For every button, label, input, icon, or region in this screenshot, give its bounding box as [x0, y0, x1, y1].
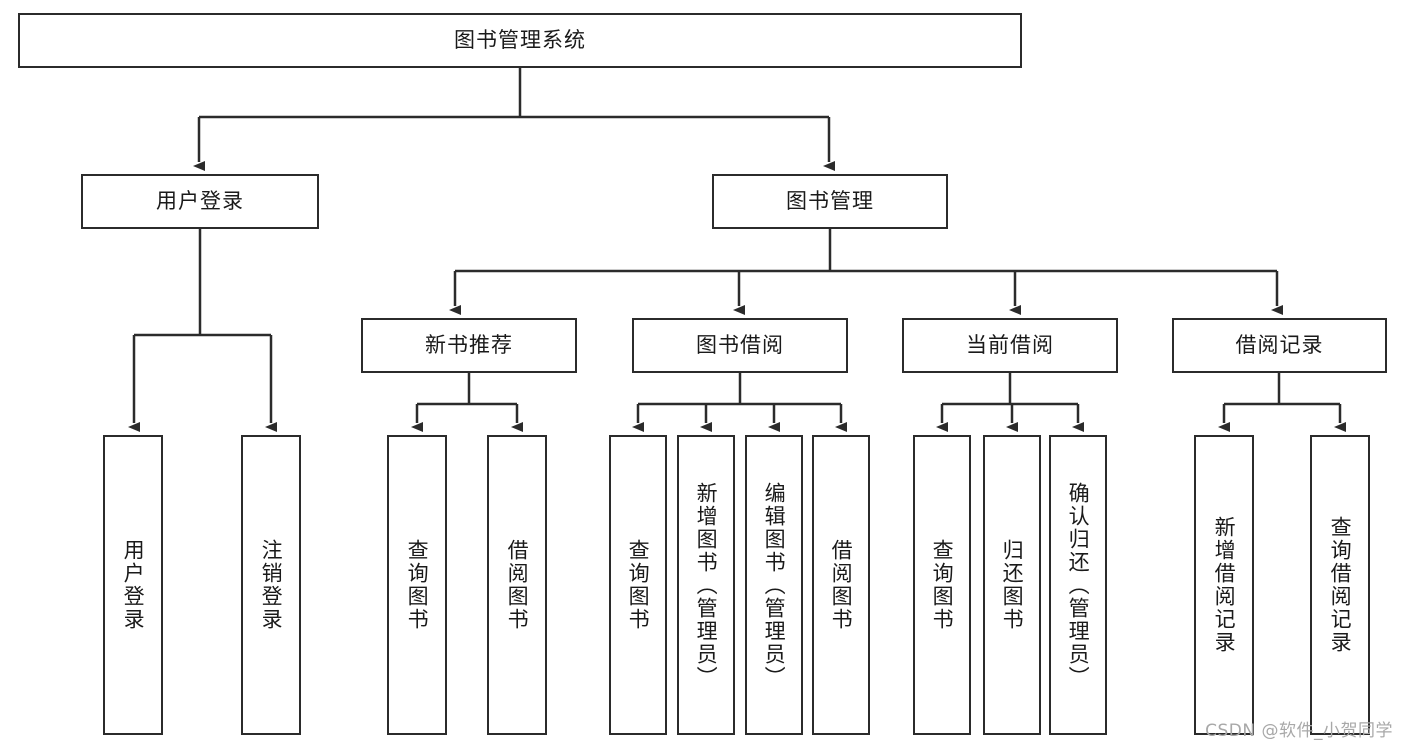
node-book-manage-label: 图书管理 [786, 188, 874, 213]
node-root-label: 图书管理系统 [454, 27, 586, 52]
node-leaf-query-book-borrow-label: 查询图书 [626, 539, 651, 631]
node-leaf-borrow-book-recommend-label: 借阅图书 [505, 539, 530, 631]
node-leaf-logout-label: 注销登录 [259, 539, 284, 631]
node-book-borrow[interactable]: 图书借阅 [632, 318, 848, 373]
node-current-borrow-label: 当前借阅 [966, 332, 1054, 357]
node-leaf-user-login-label: 用户登录 [121, 539, 146, 631]
node-leaf-query-book-recommend-label: 查询图书 [405, 539, 430, 631]
node-new-book-recommend-label: 新书推荐 [425, 332, 513, 357]
node-leaf-query-borrow-record[interactable]: 查询借阅记录 [1310, 435, 1370, 735]
node-leaf-add-borrow-record-label: 新增借阅记录 [1212, 516, 1237, 654]
node-borrow-record[interactable]: 借阅记录 [1172, 318, 1387, 373]
node-leaf-query-book-current-label: 查询图书 [930, 539, 955, 631]
node-leaf-add-borrow-record[interactable]: 新增借阅记录 [1194, 435, 1254, 735]
node-user-login-label: 用户登录 [156, 188, 244, 213]
node-leaf-logout[interactable]: 注销登录 [241, 435, 301, 735]
node-leaf-query-book-borrow[interactable]: 查询图书 [609, 435, 667, 735]
node-user-login[interactable]: 用户登录 [81, 174, 319, 229]
node-book-manage[interactable]: 图书管理 [712, 174, 948, 229]
node-leaf-borrow-book-label: 借阅图书 [829, 539, 854, 631]
node-new-book-recommend[interactable]: 新书推荐 [361, 318, 577, 373]
node-leaf-add-book-admin-label: 新增图书（管理员） [694, 481, 719, 689]
node-leaf-user-login[interactable]: 用户登录 [103, 435, 163, 735]
node-leaf-confirm-return-admin[interactable]: 确认归还（管理员） [1049, 435, 1107, 735]
node-leaf-query-book-current[interactable]: 查询图书 [913, 435, 971, 735]
node-leaf-edit-book-admin-label: 编辑图书（管理员） [762, 481, 787, 689]
node-leaf-edit-book-admin[interactable]: 编辑图书（管理员） [745, 435, 803, 735]
node-leaf-confirm-return-admin-label: 确认归还（管理员） [1066, 481, 1091, 689]
node-leaf-query-borrow-record-label: 查询借阅记录 [1328, 516, 1353, 654]
node-leaf-query-book-recommend[interactable]: 查询图书 [387, 435, 447, 735]
node-leaf-borrow-book-recommend[interactable]: 借阅图书 [487, 435, 547, 735]
node-root[interactable]: 图书管理系统 [18, 13, 1022, 68]
node-leaf-add-book-admin[interactable]: 新增图书（管理员） [677, 435, 735, 735]
node-leaf-return-book[interactable]: 归还图书 [983, 435, 1041, 735]
node-leaf-return-book-label: 归还图书 [1000, 539, 1025, 631]
node-book-borrow-label: 图书借阅 [696, 332, 784, 357]
node-leaf-borrow-book[interactable]: 借阅图书 [812, 435, 870, 735]
tree-connectors [128, 68, 1346, 432]
node-borrow-record-label: 借阅记录 [1235, 332, 1324, 357]
node-current-borrow[interactable]: 当前借阅 [902, 318, 1118, 373]
